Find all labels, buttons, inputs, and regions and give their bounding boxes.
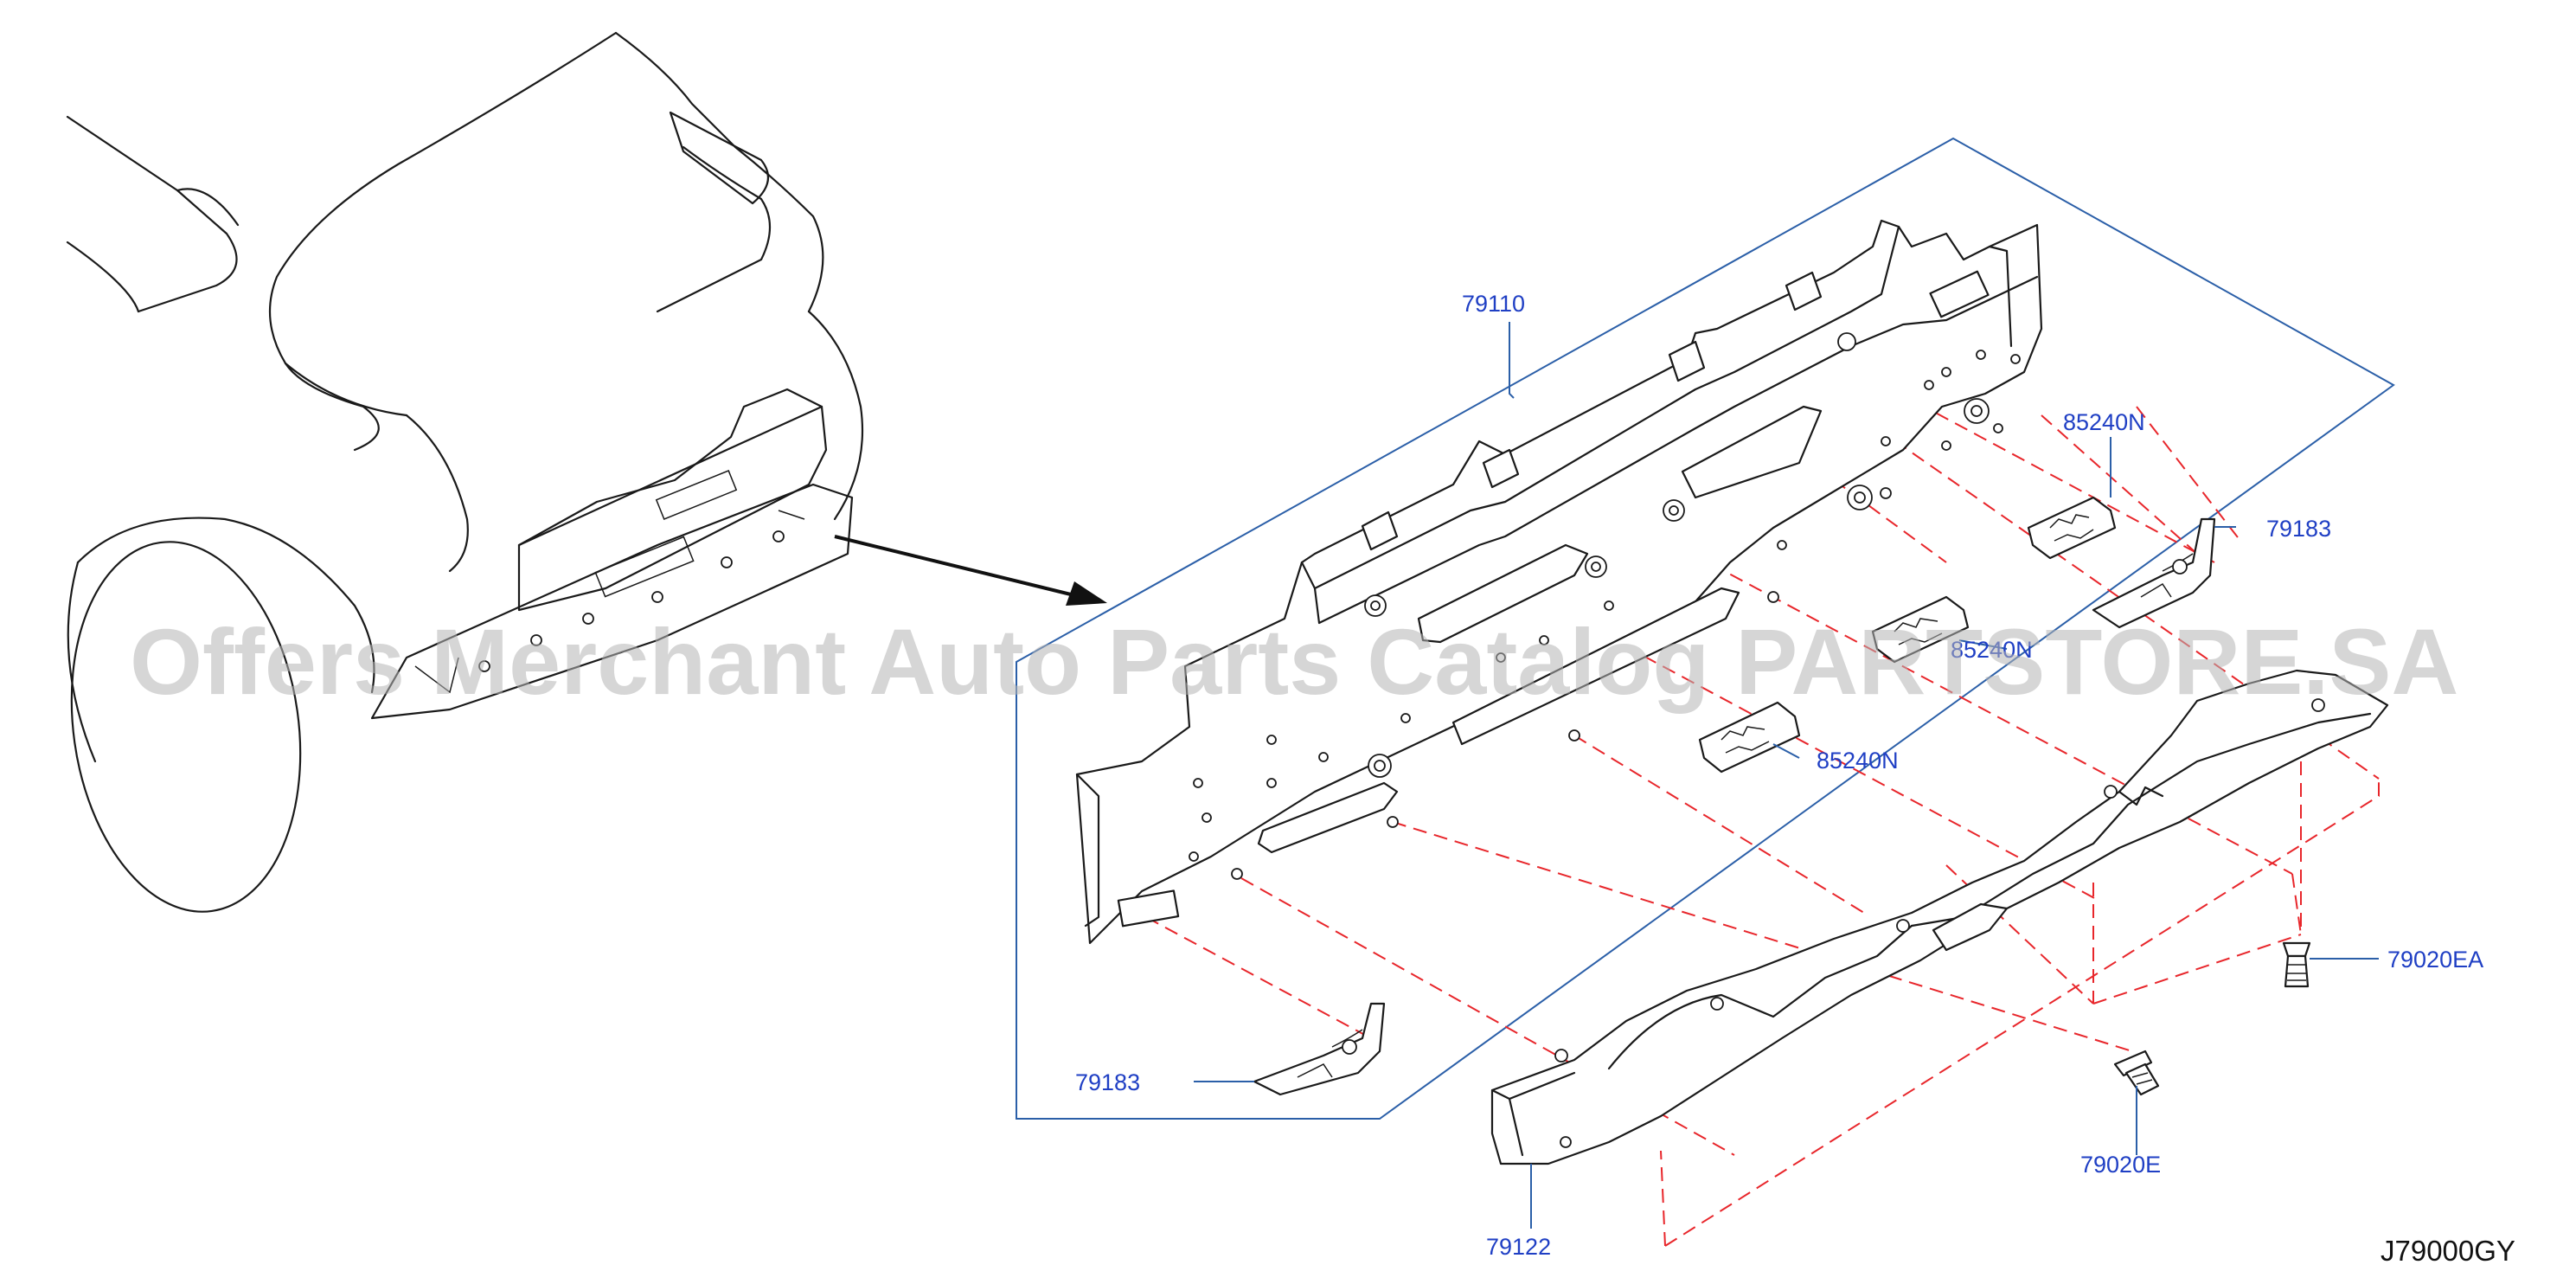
vehicle-rear-panel-sketch <box>370 388 854 720</box>
bracket-79183-right <box>2092 517 2216 629</box>
vehicle-rear-illustration <box>66 31 864 913</box>
callout-79020e: 79020E <box>2080 1152 2161 1178</box>
clip-85240n-upper <box>2027 496 2117 560</box>
callout-79020ea: 79020EA <box>2387 947 2483 973</box>
callout-79122: 79122 <box>1486 1234 1551 1260</box>
fastener-79020ea-clip <box>2282 941 2311 988</box>
callout-79183-left: 79183 <box>1075 1069 1140 1095</box>
watermark: Offers Merchant Auto Parts Catalog PARTS… <box>130 609 2458 714</box>
clip-85240n-lower <box>1698 701 1801 774</box>
callout-85240n-middle: 85240N <box>1951 637 2033 663</box>
bumper-reinforcement-79122 <box>1490 669 2389 1165</box>
callout-79183-right: 79183 <box>2266 516 2331 542</box>
diagram-code: J79000GY <box>2381 1235 2515 1267</box>
bracket-79183-left <box>1253 1002 1386 1096</box>
callout-85240n-upper: 85240N <box>2063 409 2145 435</box>
rear-panel-79110 <box>1075 219 2043 945</box>
view-pointer-arrow <box>834 535 1107 606</box>
callout-79110: 79110 <box>1462 291 1525 317</box>
callout-labels: 79110 85240N 85240N 85240N 79183 79183 7… <box>1075 291 2483 1260</box>
callout-85240n-lower: 85240N <box>1817 748 1899 774</box>
clip-85240n-middle <box>1871 595 1970 664</box>
assembly-frame <box>1016 137 2395 1120</box>
fastener-79020e-clip <box>2113 1050 2160 1096</box>
callout-leaders <box>1194 322 2379 1229</box>
